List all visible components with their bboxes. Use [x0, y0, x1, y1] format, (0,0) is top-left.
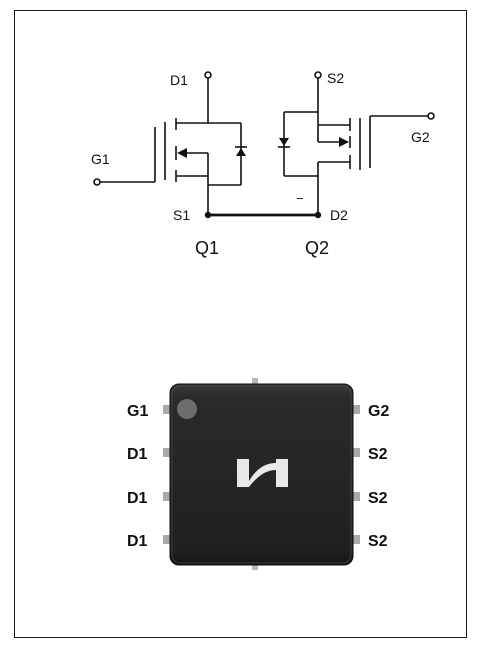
pin-d1-c — [163, 535, 171, 544]
left-pin-label-1: G1 — [127, 403, 148, 420]
left-pin-label-4: D1 — [127, 533, 148, 550]
pin-s2-b — [352, 492, 360, 501]
pin-d1-b — [163, 492, 171, 501]
pin-s2-a — [352, 448, 360, 457]
q1-source-label: S1 — [173, 207, 190, 223]
pin-g1 — [163, 405, 171, 414]
manufacturer-logo-icon — [237, 459, 288, 487]
top-center-pad — [252, 378, 258, 386]
left-pin-label-2: D1 — [127, 446, 148, 463]
bottom-center-pad — [252, 562, 258, 570]
q2-mosfet-symbol — [283, 71, 435, 212]
q2-source-label: S2 — [327, 70, 344, 86]
q2-gate-label: G2 — [411, 129, 430, 145]
right-pin-label-4: S2 — [368, 533, 388, 550]
pin-g2 — [352, 405, 360, 414]
right-pin-label-2: S2 — [368, 446, 388, 463]
right-pin-label-3: S2 — [368, 490, 388, 507]
pin1-indicator-dot — [177, 399, 197, 419]
left-pin-label-3: D1 — [127, 490, 148, 507]
d2-node — [314, 211, 322, 219]
q1-drain-label: D1 — [170, 72, 188, 88]
right-pin-label-1: G2 — [368, 403, 389, 420]
pin-d1-a — [163, 448, 171, 457]
q1-name: Q1 — [195, 238, 219, 258]
q1-gate-label: G1 — [91, 151, 110, 167]
q2-name: Q2 — [305, 238, 329, 258]
q2-drain-label: D2 — [330, 207, 348, 223]
pin-s2-c — [352, 535, 360, 544]
q2-body-diode-icon — [279, 138, 289, 146]
q1-body-arrow-icon — [177, 148, 187, 158]
q2-polarity-mark: − — [296, 191, 304, 206]
q2-body-arrow-icon — [339, 137, 349, 147]
q1-body-diode-icon — [236, 148, 246, 156]
